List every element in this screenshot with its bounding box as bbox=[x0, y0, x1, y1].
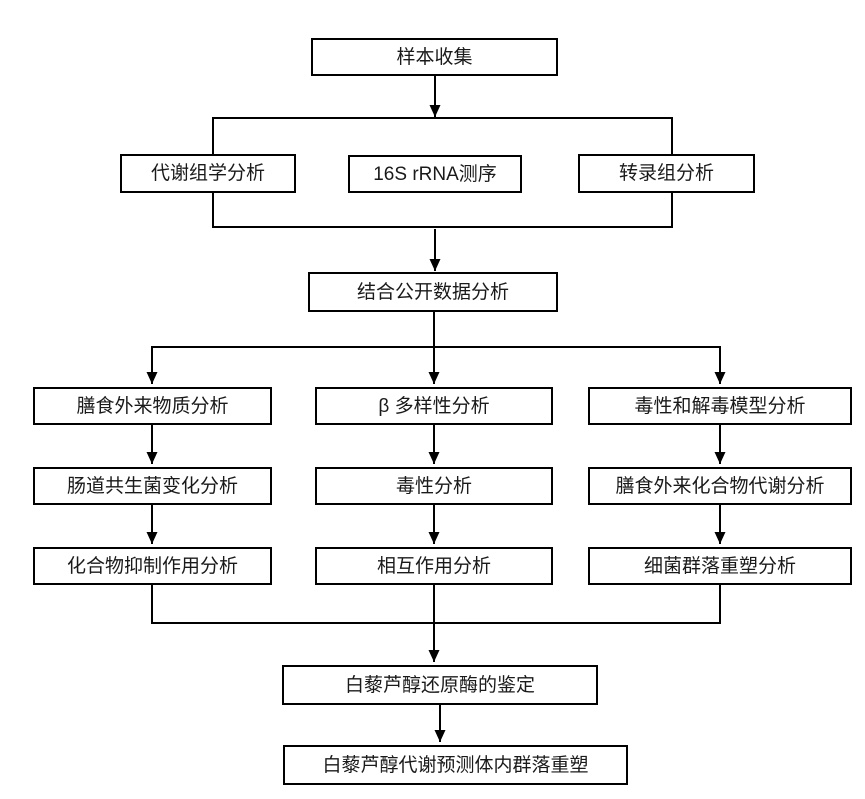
node-compound-inhibition-analysis: 化合物抑制作用分析 bbox=[33, 547, 272, 585]
node-resveratrol-reductase-identification: 白藜芦醇还原酶的鉴定 bbox=[282, 665, 598, 705]
node-public-data-analysis: 结合公开数据分析 bbox=[308, 272, 558, 312]
node-gut-commensal-change-analysis: 肠道共生菌变化分析 bbox=[33, 467, 272, 505]
node-sample-collection: 样本收集 bbox=[311, 38, 558, 76]
node-beta-diversity-analysis: β 多样性分析 bbox=[315, 387, 553, 425]
node-metabolomics: 代谢组学分析 bbox=[120, 154, 296, 193]
node-toxicity-detox-model-analysis: 毒性和解毒模型分析 bbox=[588, 387, 852, 425]
node-dietary-compound-metabolism-analysis: 膳食外来化合物代谢分析 bbox=[588, 467, 852, 505]
node-resveratrol-metabolism-prediction: 白藜芦醇代谢预测体内群落重塑 bbox=[283, 745, 628, 785]
node-toxicity-analysis: 毒性分析 bbox=[315, 467, 553, 505]
node-bacterial-community-remodeling-analysis: 细菌群落重塑分析 bbox=[588, 547, 852, 585]
node-dietary-xenobiotic-analysis: 膳食外来物质分析 bbox=[33, 387, 272, 425]
node-interaction-analysis: 相互作用分析 bbox=[315, 547, 553, 585]
node-16s-rrna-sequencing: 16S rRNA测序 bbox=[348, 155, 522, 193]
node-transcriptomics: 转录组分析 bbox=[578, 154, 755, 193]
